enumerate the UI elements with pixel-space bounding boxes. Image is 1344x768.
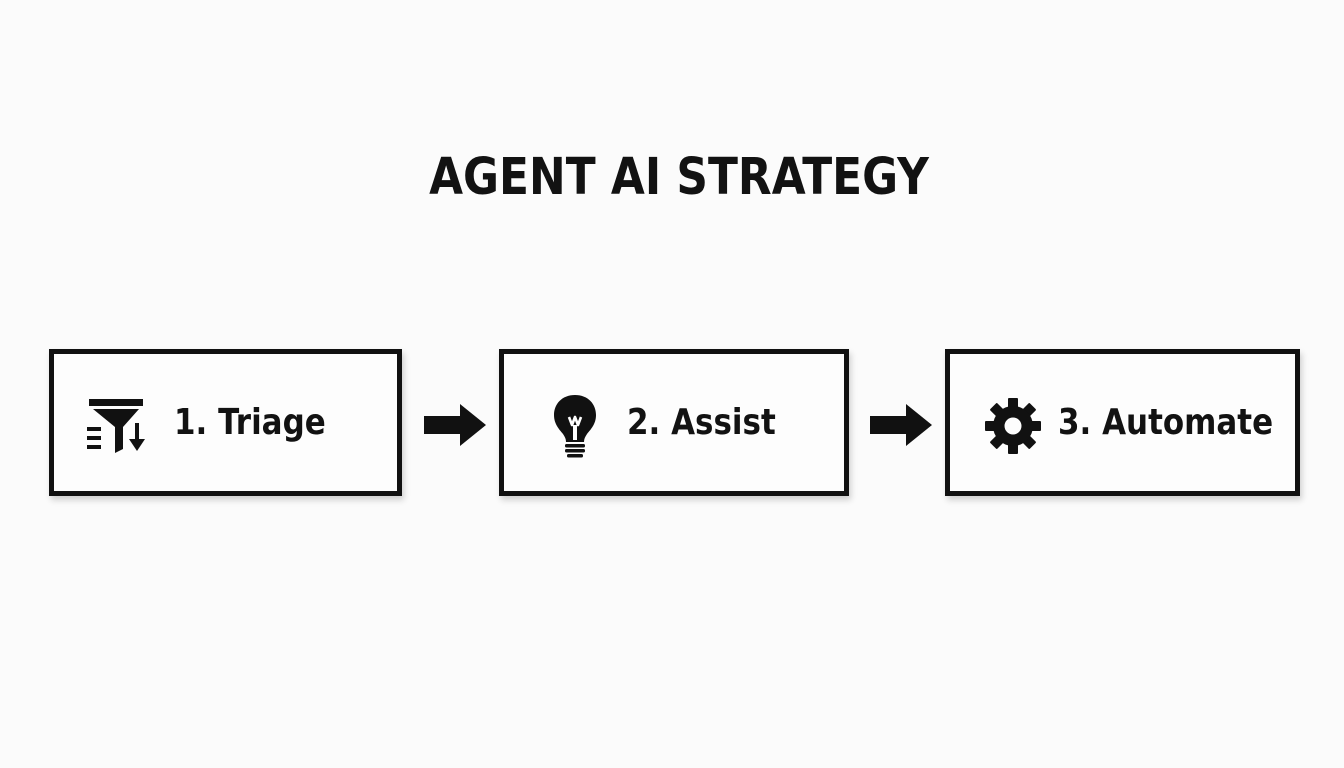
step-box-triage: 1. Triage [49,349,402,496]
step-label-assist: 2. Assist [627,402,776,443]
diagram-title: AGENT AI STRATEGY [429,148,929,207]
step-box-assist: 2. Assist [499,349,849,496]
arrow-right-icon [424,404,486,446]
step-label-triage: 1. Triage [174,402,326,443]
lightbulb-icon [554,395,596,458]
funnel-sort-icon [87,399,145,453]
gear-icon [985,398,1041,454]
step-label-automate: 3. Automate [1058,402,1274,443]
arrow-right-icon [870,404,932,446]
step-box-automate: 3. Automate [945,349,1300,496]
